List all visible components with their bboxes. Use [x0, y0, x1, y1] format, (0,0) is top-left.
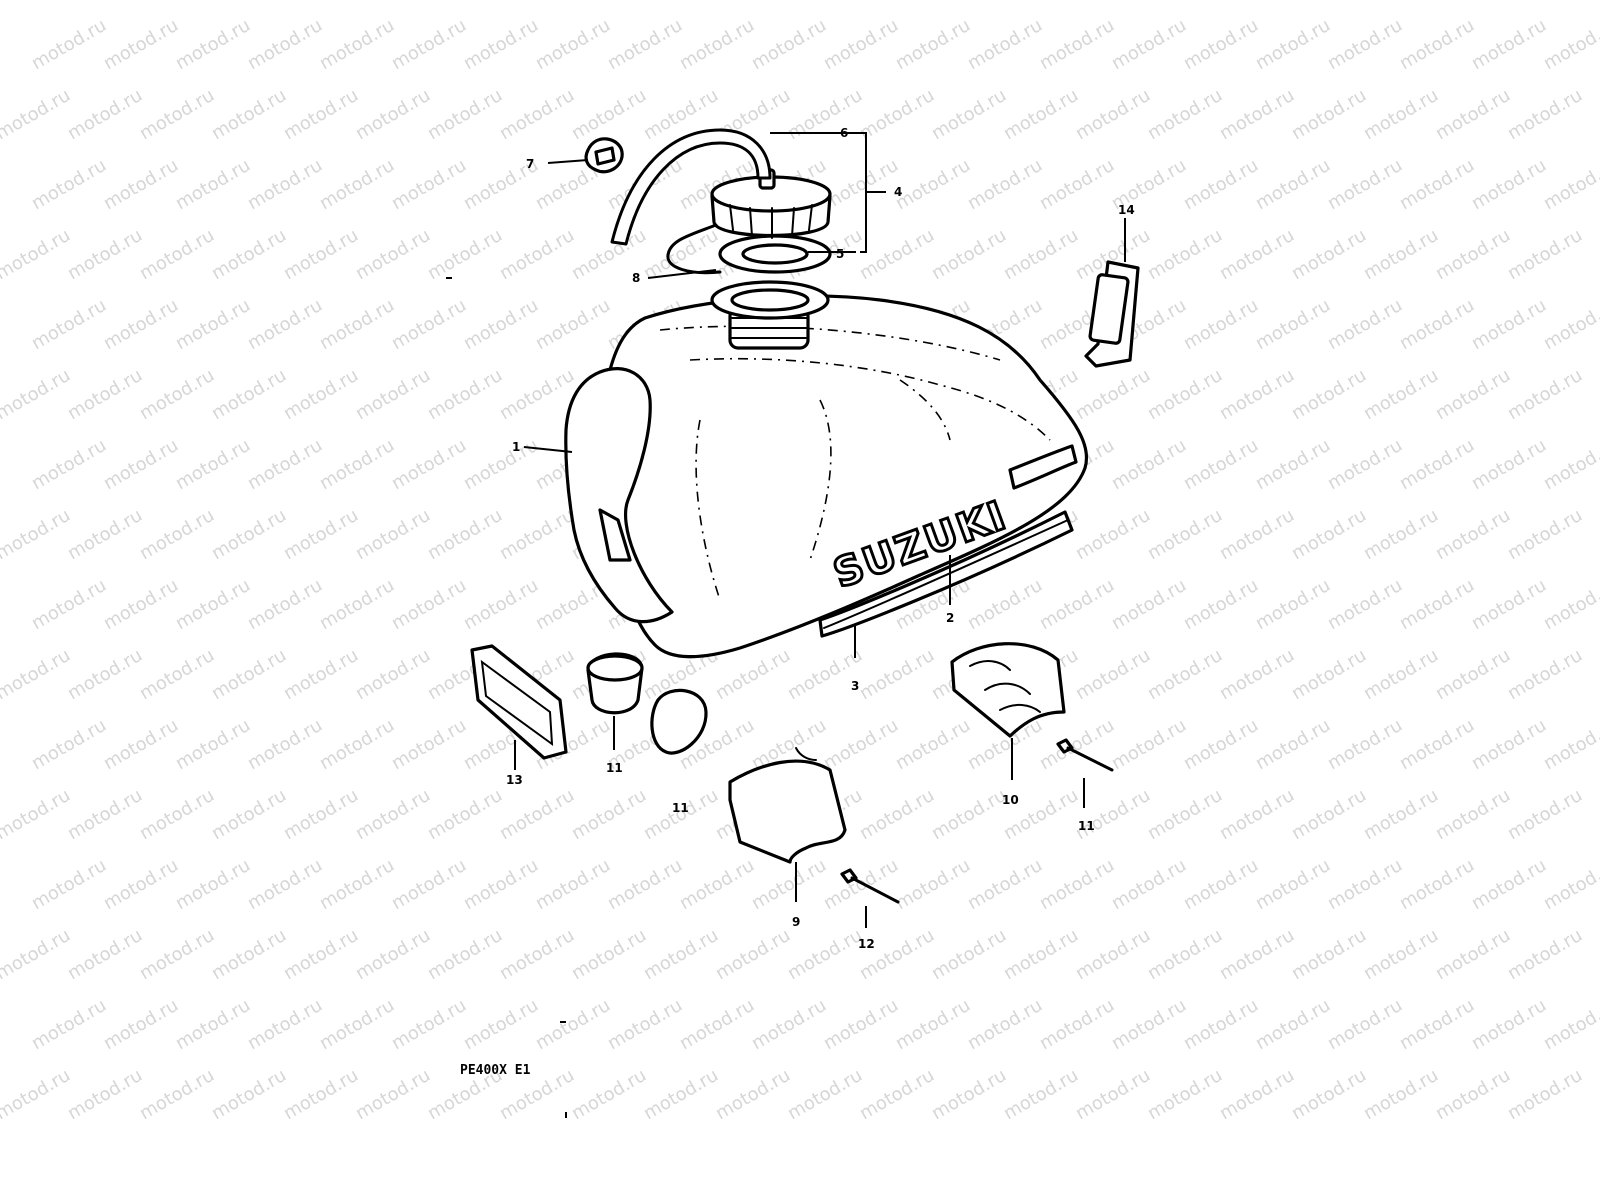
callout-9: 9	[792, 915, 800, 929]
callout-4: 4	[894, 185, 902, 199]
callout-5: 5	[836, 247, 844, 261]
cushion-rear[interactable]	[650, 688, 708, 755]
callout-6: 6	[840, 126, 848, 140]
callout-7: 7	[526, 157, 534, 171]
callout-11-bolt: 11	[1078, 819, 1095, 833]
rubber-strap-front[interactable]	[470, 644, 568, 760]
hose-clamp[interactable]	[584, 137, 624, 174]
rubber-strap-rear[interactable]	[1084, 260, 1140, 368]
breather-hose[interactable]	[610, 128, 772, 246]
bolt-rear[interactable]	[1056, 738, 1114, 772]
callout-13: 13	[506, 773, 523, 787]
callout-3: 3	[851, 679, 859, 693]
callout-12: 12	[858, 937, 875, 951]
bolt-front[interactable]	[840, 868, 900, 904]
callout-14: 14	[1118, 203, 1135, 217]
cap-tether[interactable]	[666, 223, 722, 275]
fuel-tank[interactable]	[564, 294, 1089, 659]
fuel-cap[interactable]	[710, 168, 832, 239]
leader-lines	[514, 132, 1126, 928]
callout-1: 1	[512, 440, 520, 454]
rubber-mount-rear[interactable]	[950, 642, 1066, 738]
cap-gasket[interactable]	[718, 234, 832, 274]
callout-11-rear: 11	[672, 801, 689, 815]
callout-2: 2	[946, 611, 954, 625]
rubber-mount-front[interactable]	[728, 747, 847, 864]
callout-10: 10	[1002, 793, 1019, 807]
diagram-code: PE400X E1	[460, 1063, 531, 1078]
filler-neck	[710, 280, 830, 350]
callout-11-front: 11	[606, 761, 623, 775]
cushion-front[interactable]	[586, 652, 644, 715]
callout-8: 8	[632, 271, 640, 285]
